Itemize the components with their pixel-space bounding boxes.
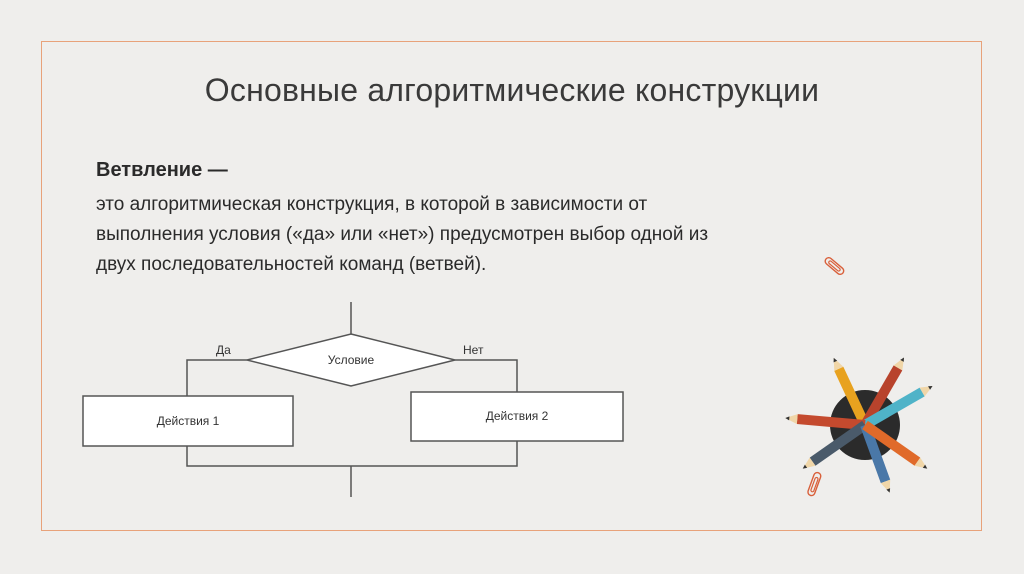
action-box-left xyxy=(82,395,294,447)
term-heading: Ветвление — xyxy=(96,159,228,181)
definition-line: двух последовательностей команд (ветвей)… xyxy=(96,254,487,275)
condition-diamond xyxy=(246,333,456,387)
slide-frame xyxy=(41,41,982,531)
flow-no-branch xyxy=(455,359,518,392)
definition-line: выполнения условия («да» или «нет») пред… xyxy=(96,224,709,245)
condition-label: Условие xyxy=(328,353,375,367)
paperclip-icon xyxy=(824,257,845,276)
definition-line: это алгоритмическая конструкция, в котор… xyxy=(96,194,648,215)
action-left-label: Действия 1 xyxy=(157,414,220,428)
action-box-right xyxy=(410,391,624,442)
paperclip-icon xyxy=(807,471,822,497)
no-label: Нет xyxy=(463,343,484,357)
yes-label: Да xyxy=(216,343,231,357)
flow-yes-branch xyxy=(186,359,247,396)
slide-title: Основные алгоритмические конструкции xyxy=(204,72,820,108)
action-right-label: Действия 2 xyxy=(486,409,549,423)
flow-merge-line xyxy=(186,441,518,467)
definition-text: это алгоритмическая конструкция, в котор… xyxy=(96,190,856,280)
pencils-cup-icon xyxy=(785,357,933,493)
